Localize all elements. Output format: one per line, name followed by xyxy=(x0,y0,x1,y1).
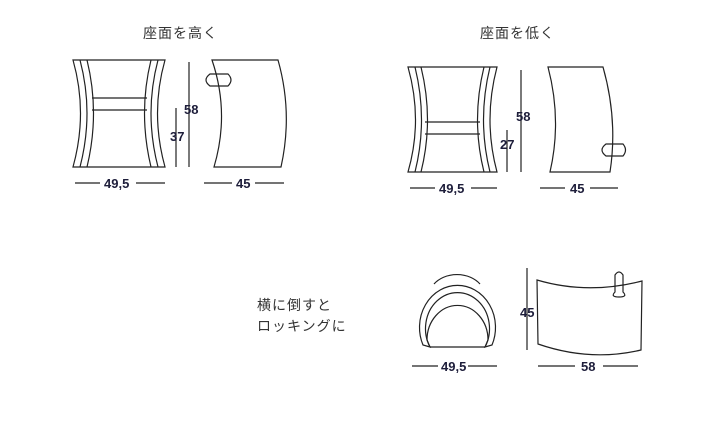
low-front-width-label: 49,5 xyxy=(439,181,464,196)
high-front-width-label: 49,5 xyxy=(104,176,129,191)
rocking-height-label: 45 xyxy=(520,305,534,320)
low-seat-title: 座面を低く xyxy=(480,26,555,42)
rocking-caption-line1: 横に倒すと xyxy=(257,298,332,314)
low-seat-side-view xyxy=(547,66,627,173)
rocking-length-label: 58 xyxy=(581,359,595,374)
high-total-height-label: 58 xyxy=(184,102,198,117)
high-seat-height-label: 37 xyxy=(170,129,184,144)
high-side-depth-label: 45 xyxy=(236,176,250,191)
high-seat-front-view xyxy=(72,59,166,168)
high-seat-title: 座面を高く xyxy=(143,25,218,42)
rocking-front-view xyxy=(418,274,497,348)
rocking-front-width-label: 49,5 xyxy=(441,359,466,374)
low-side-depth-label: 45 xyxy=(570,181,584,196)
low-seat-height-label: 27 xyxy=(500,137,514,152)
high-seat-side-view xyxy=(205,59,287,168)
rocking-side-view xyxy=(536,271,643,356)
low-seat-front-view xyxy=(407,66,498,173)
rocking-caption-line2: ロッキングに xyxy=(257,319,347,335)
low-total-height-label: 58 xyxy=(516,109,530,124)
